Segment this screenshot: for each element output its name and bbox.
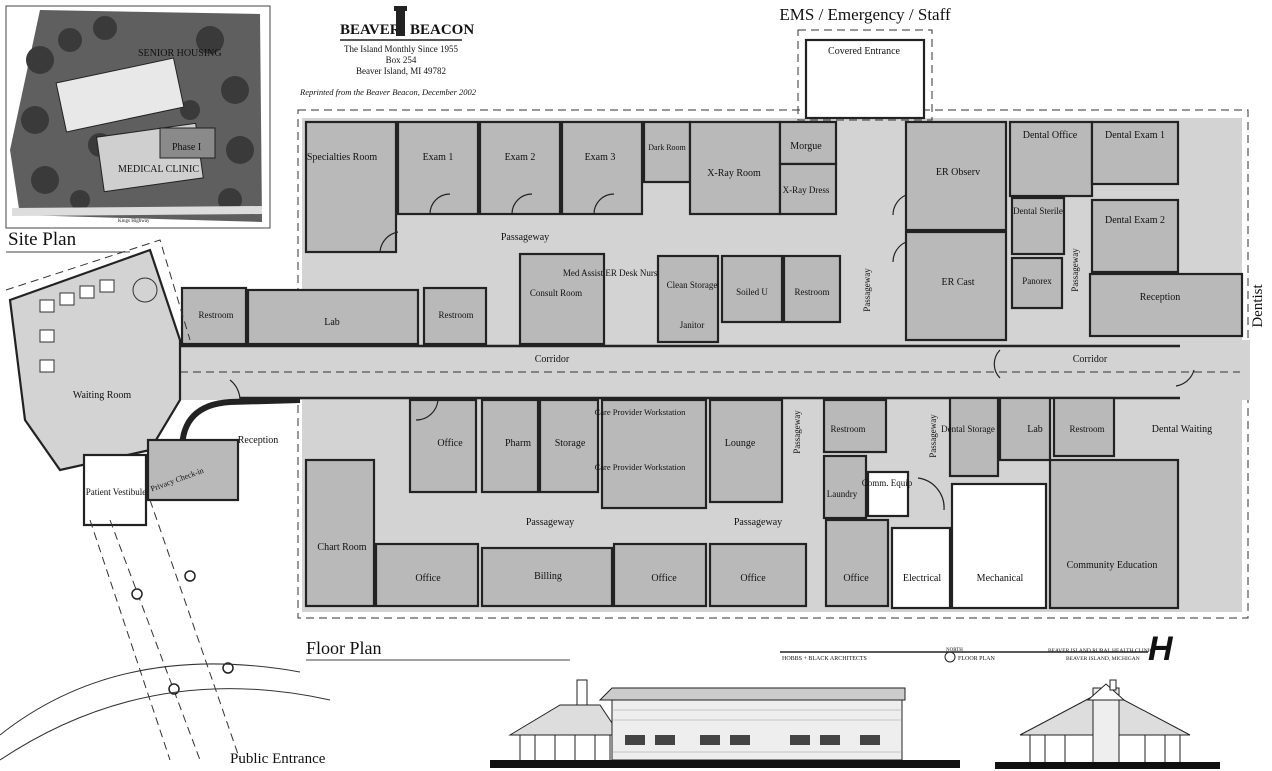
room-dental-reception: Reception bbox=[1140, 292, 1181, 303]
room-covered-entrance: Covered Entrance bbox=[828, 46, 900, 57]
room-restroom-left2: Restroom bbox=[439, 310, 474, 320]
room-lounge: Lounge bbox=[725, 438, 756, 449]
label-passageway-vert2: Passageway bbox=[792, 410, 802, 454]
room-office3: Office bbox=[651, 573, 677, 584]
room-care-provider1: Care Provider Workstation bbox=[595, 407, 687, 417]
room-laundry: Laundry bbox=[827, 489, 858, 499]
waiting-seating bbox=[39, 279, 115, 373]
room-restroom-mid: Restroom bbox=[795, 287, 830, 297]
front-elevation bbox=[490, 679, 960, 768]
room-consult: Consult Room bbox=[530, 288, 582, 298]
room-dental-storage: Dental Storage bbox=[941, 424, 995, 434]
title-project2: BEAVER ISLAND, MICHIGAN bbox=[1066, 656, 1140, 662]
room-office5: Office bbox=[843, 573, 869, 584]
room-exam1: Exam 1 bbox=[423, 152, 454, 163]
room-chart-room: Chart Room bbox=[317, 542, 366, 553]
masthead-reprint: Reprinted from the Beaver Beacon, Decemb… bbox=[299, 87, 477, 97]
room-lab-right: Lab bbox=[1027, 424, 1043, 435]
title-north: NORTH bbox=[946, 648, 963, 653]
title-firm: HOBBS + BLACK ARCHITECTS bbox=[782, 656, 867, 662]
floor-plan: Covered Entrance Specialties Room Exam 1… bbox=[0, 29, 1266, 767]
room-office1: Office bbox=[437, 438, 463, 449]
room-dental-exam1: Dental Exam 1 bbox=[1105, 130, 1165, 141]
room-panorex: Panorex bbox=[1022, 276, 1052, 286]
site-label-road: Kings Highway bbox=[118, 219, 150, 224]
site-plan: SENIOR HOUSING Phase I MEDICAL CLINIC Ki… bbox=[5, 5, 271, 253]
title-project1: BEAVER ISLAND RURAL HEALTH CLINIC bbox=[1048, 648, 1154, 654]
site-plan-caption: Site Plan bbox=[8, 229, 77, 250]
room-er-observ: ER Observ bbox=[936, 167, 980, 178]
masthead-name-left: BEAVER bbox=[340, 22, 401, 38]
room-comm-equip: Comm. Equip bbox=[862, 478, 913, 488]
label-passageway-low2: Passageway bbox=[734, 517, 782, 528]
label-passageway-low1: Passageway bbox=[526, 517, 574, 528]
side-elevation bbox=[995, 679, 1220, 769]
room-mechanical: Mechanical bbox=[977, 573, 1024, 584]
ems-entrance-heading: EMS / Emergency / Staff bbox=[779, 5, 951, 24]
room-exam3: Exam 3 bbox=[585, 152, 616, 163]
north-arrow-icon bbox=[944, 651, 956, 663]
site-label-senior: SENIOR HOUSING bbox=[138, 48, 222, 59]
masthead-line1: The Island Monthly Since 1955 bbox=[344, 44, 458, 54]
masthead-line2: Box 254 bbox=[386, 55, 417, 65]
room-soiled-u: Soiled U bbox=[736, 287, 768, 297]
entrance-walkway bbox=[0, 499, 331, 761]
site-label-clinic: MEDICAL CLINIC bbox=[118, 164, 199, 175]
room-lab-left: Lab bbox=[324, 317, 340, 328]
architect-logo: H bbox=[1148, 630, 1174, 668]
title-block: HOBBS + BLACK ARCHITECTS NORTH FLOOR PLA… bbox=[780, 630, 1174, 668]
dentist-entrance-label: Dentist bbox=[1250, 284, 1266, 328]
masthead-name-right: BEACON bbox=[410, 22, 474, 38]
room-er-cast: ER Cast bbox=[941, 277, 974, 288]
public-entrance-label: Public Entrance bbox=[230, 751, 326, 767]
room-dental-exam2: Dental Exam 2 bbox=[1105, 215, 1165, 226]
label-med-assist: Med Assist ER Desk Nurse Station bbox=[563, 268, 690, 278]
room-morgue: Morgue bbox=[790, 141, 822, 152]
floor-plan-caption: Floor Plan bbox=[306, 638, 382, 658]
room-dental-waiting: Dental Waiting bbox=[1152, 424, 1212, 435]
site-label-phase: Phase I bbox=[172, 142, 201, 153]
room-xray: X-Ray Room bbox=[707, 168, 761, 179]
room-specialties: Specialties Room bbox=[307, 152, 377, 163]
masthead-line3: Beaver Island, MI 49782 bbox=[356, 66, 446, 76]
label-corridor-right: Corridor bbox=[1073, 354, 1108, 365]
room-storage: Storage bbox=[555, 438, 586, 449]
room-office4: Office bbox=[740, 573, 766, 584]
label-passageway-dental: Passageway bbox=[1070, 248, 1080, 292]
lighthouse-icon bbox=[394, 6, 407, 36]
room-xray-dress: X-Ray Dress bbox=[783, 185, 830, 195]
label-passageway-vert1: Passageway bbox=[862, 268, 872, 312]
label-corridor-main: Corridor bbox=[535, 354, 570, 365]
room-patient-vestibule: Patient Vestibule bbox=[86, 487, 147, 497]
room-dental-sterile: Dental Sterile bbox=[1013, 206, 1063, 216]
label-passageway-vert3: Passageway bbox=[928, 414, 938, 458]
room-pharm: Pharm bbox=[505, 438, 531, 449]
room-clean-storage: Clean Storage bbox=[667, 280, 718, 290]
room-reception-main: Reception bbox=[238, 435, 279, 446]
room-electrical: Electrical bbox=[903, 573, 942, 584]
room-restroom-low: Restroom bbox=[831, 424, 866, 434]
door-swings bbox=[229, 193, 1195, 511]
room-dental-office: Dental Office bbox=[1023, 130, 1078, 141]
title-sheet: FLOOR PLAN bbox=[958, 656, 996, 662]
room-community-education: Community Education bbox=[1067, 560, 1158, 571]
label-passageway-top: Passageway bbox=[501, 232, 549, 243]
room-janitor: Janitor bbox=[680, 320, 705, 330]
room-billing: Billing bbox=[534, 571, 562, 582]
room-restroom-right: Restroom bbox=[1070, 424, 1105, 434]
room-care-provider2: Care Provider Workstation bbox=[595, 462, 687, 472]
room-restroom-left1: Restroom bbox=[199, 310, 234, 320]
masthead: BEAVER BEACON The Island Monthly Since 1… bbox=[299, 5, 477, 97]
room-dark-room: Dark Room bbox=[648, 143, 686, 152]
room-exam2: Exam 2 bbox=[505, 152, 536, 163]
room-office2: Office bbox=[415, 573, 441, 584]
room-waiting: Waiting Room bbox=[73, 390, 132, 401]
